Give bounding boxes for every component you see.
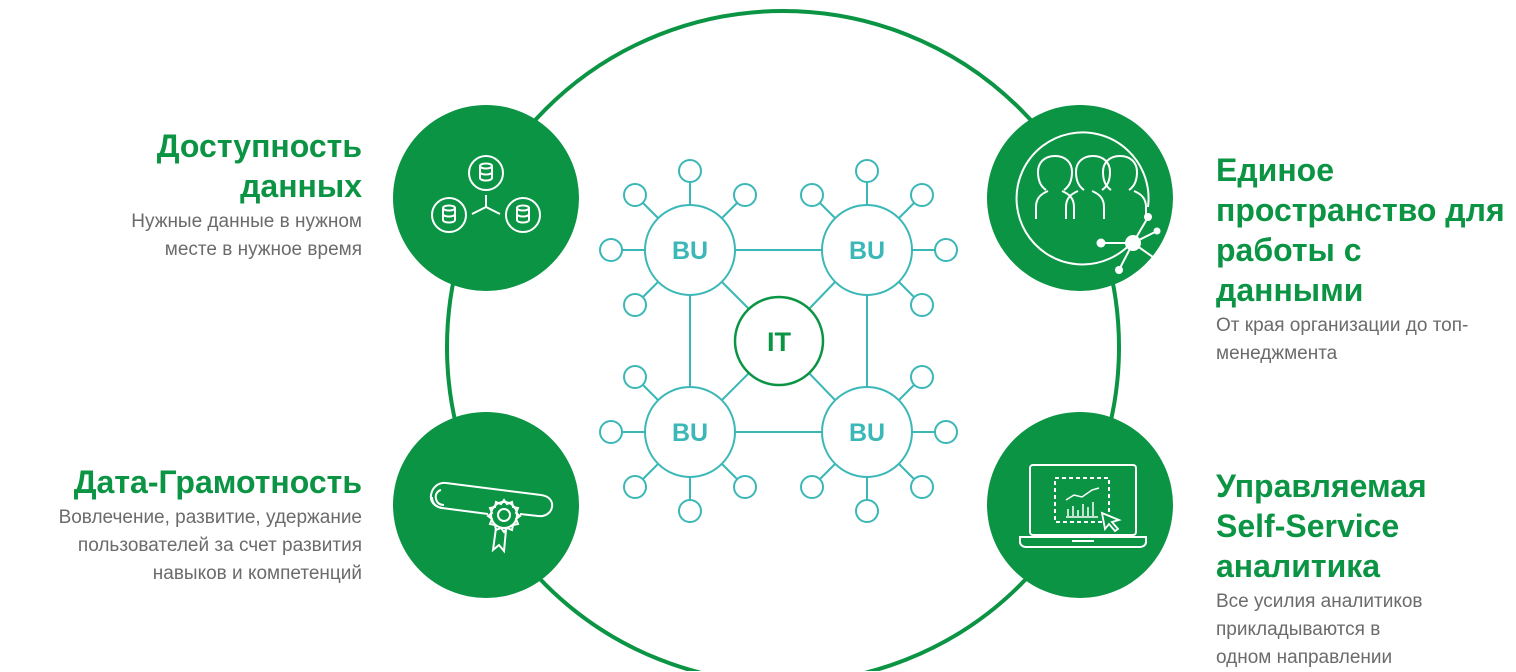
desc-line: одном направлении bbox=[1216, 647, 1393, 668]
bu-label: BU bbox=[849, 419, 885, 447]
it-node: IT bbox=[733, 295, 825, 387]
feature-description: Нужные данные в нужном месте в нужное вр… bbox=[0, 208, 362, 264]
title-line: работы с данными bbox=[1216, 232, 1364, 308]
cursor-icon bbox=[1100, 511, 1122, 533]
laptop-analytics-icon bbox=[1019, 464, 1147, 548]
desc-line: Все усилия аналитиков bbox=[1216, 591, 1423, 612]
certificate-scroll-icon bbox=[429, 481, 554, 554]
feature-title: Дата-Грамотность bbox=[0, 462, 362, 502]
feature-description: Вовлечение, развитие, удержание пользова… bbox=[0, 504, 362, 588]
title-line: Дата-Грамотность bbox=[73, 464, 362, 500]
feature-self-service: Управляемая Self-Service аналитика Все у… bbox=[1216, 466, 1516, 672]
bu-label: BU bbox=[672, 237, 708, 265]
feature-circle-self-service bbox=[987, 412, 1173, 598]
desc-line: Нужные данные в нужном bbox=[131, 211, 362, 232]
title-line: Управляемая bbox=[1216, 468, 1427, 504]
title-line: Единое bbox=[1216, 152, 1334, 188]
feature-circle-data-literacy bbox=[393, 412, 579, 598]
desc-line: навыков и компетенций bbox=[152, 563, 362, 584]
feature-title: Единое пространство для работы с данными bbox=[1216, 150, 1516, 310]
database-network-icon bbox=[431, 155, 541, 233]
title-line: Доступность bbox=[156, 128, 362, 164]
bu-node-top-right: BU bbox=[821, 204, 913, 296]
network-links bbox=[622, 182, 935, 500]
title-line: аналитика bbox=[1216, 548, 1381, 584]
desc-line: От края организации до топ- bbox=[1216, 315, 1469, 336]
it-label: IT bbox=[767, 327, 792, 357]
bu-node-top-left: BU bbox=[644, 204, 736, 296]
feature-title: Управляемая Self-Service аналитика bbox=[1216, 466, 1516, 586]
feature-data-literacy: Дата-Грамотность Вовлечение, развитие, у… bbox=[0, 462, 362, 588]
bu-label: BU bbox=[672, 419, 708, 447]
feature-circle-data-access bbox=[393, 105, 579, 291]
title-line: данных bbox=[240, 168, 362, 204]
desc-line: пользователей за счет развития bbox=[77, 535, 362, 556]
feature-description: Все усилия аналитиков прикладываются в о… bbox=[1216, 588, 1516, 672]
bu-node-bottom-right: BU bbox=[821, 386, 913, 478]
desc-line: Вовлечение, развитие, удержание bbox=[58, 507, 362, 528]
feature-circle-shared-space bbox=[987, 105, 1173, 291]
title-line: Self-Service bbox=[1216, 508, 1400, 544]
outer-ring bbox=[445, 9, 1121, 671]
network-leaf-nodes bbox=[599, 159, 958, 523]
title-line: пространство для bbox=[1216, 192, 1505, 228]
desc-line: менеджмента bbox=[1216, 343, 1338, 364]
feature-description: От края организации до топ- менеджмента bbox=[1216, 312, 1516, 368]
desc-line: прикладываются в bbox=[1216, 619, 1381, 640]
feature-data-access: Доступность данных Нужные данные в нужно… bbox=[0, 126, 362, 264]
bu-node-bottom-left: BU bbox=[644, 386, 736, 478]
feature-title: Доступность данных bbox=[0, 126, 362, 206]
desc-line: месте в нужное время bbox=[164, 239, 362, 260]
network-dots bbox=[1096, 213, 1167, 274]
feature-shared-space: Единое пространство для работы с данными… bbox=[1216, 150, 1516, 368]
bu-label: BU bbox=[849, 237, 885, 265]
